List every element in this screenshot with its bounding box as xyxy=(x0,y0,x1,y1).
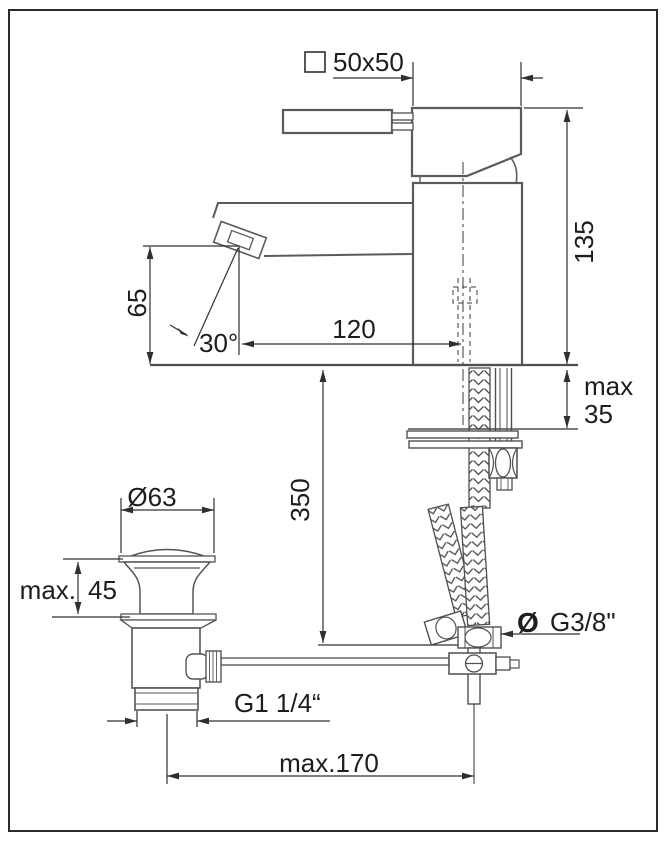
faucet-body xyxy=(212,106,524,367)
label-waste-diameter: Ø63 xyxy=(127,482,176,512)
mounting-nut xyxy=(488,447,518,491)
faucet-lower-body xyxy=(411,181,524,367)
label-angle-30: 30° xyxy=(199,328,238,358)
label-max-35: 35 xyxy=(584,399,613,429)
label-max-word: max xyxy=(584,371,633,401)
aerator xyxy=(212,220,268,260)
countertop xyxy=(150,363,578,430)
label-supply-diameter-symbol: Ø xyxy=(517,607,539,638)
dimension-labels: 50x50 135 max 35 65 30° 120 350 Ø63 max.… xyxy=(20,47,633,778)
popup-rod-linkage xyxy=(220,647,520,705)
lever-handle xyxy=(281,108,394,135)
lower-hoses xyxy=(427,503,491,627)
centerlines xyxy=(452,162,478,425)
label-height-135: 135 xyxy=(569,220,599,263)
popup-waste-assembly xyxy=(118,548,222,711)
pivot-arc xyxy=(509,156,518,185)
label-rod-reach-170: max.170 xyxy=(279,748,379,778)
mounting-plate xyxy=(406,430,523,449)
handle-stem xyxy=(391,112,414,121)
spout xyxy=(212,202,414,260)
label-reach-120: 120 xyxy=(332,314,375,344)
label-waste-thread: G1 1/4“ xyxy=(234,688,321,718)
label-waste-max-word: max. xyxy=(20,575,76,605)
label-clearance-350: 350 xyxy=(285,478,315,521)
label-waste-45: 45 xyxy=(88,575,117,605)
label-supply-thread: G3/8" xyxy=(550,607,616,637)
dimension-arrows xyxy=(74,74,571,780)
drawing-border xyxy=(8,9,658,832)
square-section-icon xyxy=(304,51,326,73)
hose-fittings xyxy=(423,610,502,649)
label-spout-height-65: 65 xyxy=(122,289,152,318)
label-square-section: 50x50 xyxy=(333,47,404,77)
faucet-upper-block xyxy=(410,106,523,178)
